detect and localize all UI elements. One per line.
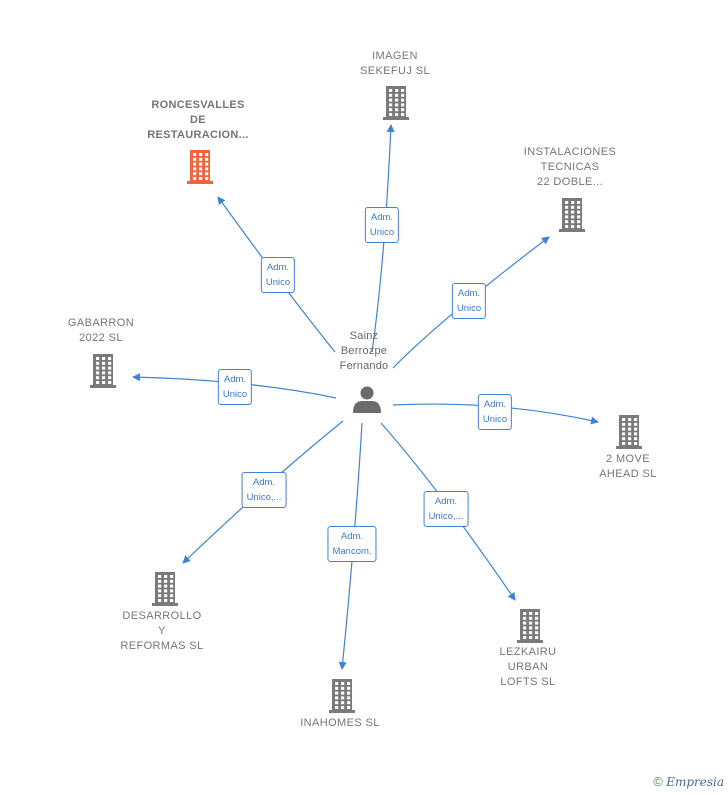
company-label-inahomes[interactable]: INAHOMES SL xyxy=(300,717,380,729)
brand-name: Empresia xyxy=(666,775,724,789)
company-label-gabarron[interactable]: GABARRON 2022 SL xyxy=(67,317,135,344)
person-icon[interactable] xyxy=(353,386,381,414)
copyright-symbol: © xyxy=(653,774,663,789)
building-icon-gabarron[interactable] xyxy=(90,354,116,388)
building-icon-2move[interactable] xyxy=(616,415,642,449)
edge-imagen xyxy=(371,124,395,353)
company-label-imagen[interactable]: IMAGEN SEKEFUJ SL xyxy=(359,50,431,77)
edge-label-2move[interactable]: Adm. Unico xyxy=(477,394,513,430)
building-icon-inahomes[interactable] xyxy=(329,679,355,713)
edge-label-instalaciones[interactable]: Adm. Unico xyxy=(451,283,487,319)
company-label-roncesvalles[interactable]: RONCESVALLES DE RESTAURACION... xyxy=(147,99,249,141)
edge-label-desarrollo[interactable]: Adm. Unico,... xyxy=(241,472,287,508)
edge-label-imagen[interactable]: Adm. Unico xyxy=(364,207,400,243)
company-label-2move[interactable]: 2 MOVE AHEAD SL xyxy=(599,453,657,480)
company-label-lezkairu[interactable]: LEZKAIRU URBAN LOFTS SL xyxy=(499,646,557,688)
building-icon-roncesvalles[interactable] xyxy=(187,150,213,184)
edge-label-inahomes[interactable]: Adm. Mancom. xyxy=(327,526,377,562)
edge-label-lezkairu[interactable]: Adm. Unico,... xyxy=(423,491,469,527)
footer-brand[interactable]: © Empresia xyxy=(653,774,724,789)
company-label-instalaciones[interactable]: INSTALACIONES TECNICAS 22 DOBLE... xyxy=(523,146,617,188)
building-icon-desarrollo[interactable] xyxy=(152,572,178,606)
company-label-desarrollo[interactable]: DESARROLLO Y REFORMAS SL xyxy=(120,610,204,652)
person-name-label[interactable]: Sainz Berrozpe Fernando xyxy=(339,330,389,372)
edge-label-gabarron[interactable]: Adm. Unico xyxy=(217,369,253,405)
building-icon-lezkairu[interactable] xyxy=(517,609,543,643)
building-icon-imagen[interactable] xyxy=(383,86,409,120)
edge-label-roncesvalles[interactable]: Adm. Unico xyxy=(260,257,296,293)
building-icon-instalaciones[interactable] xyxy=(559,198,585,232)
